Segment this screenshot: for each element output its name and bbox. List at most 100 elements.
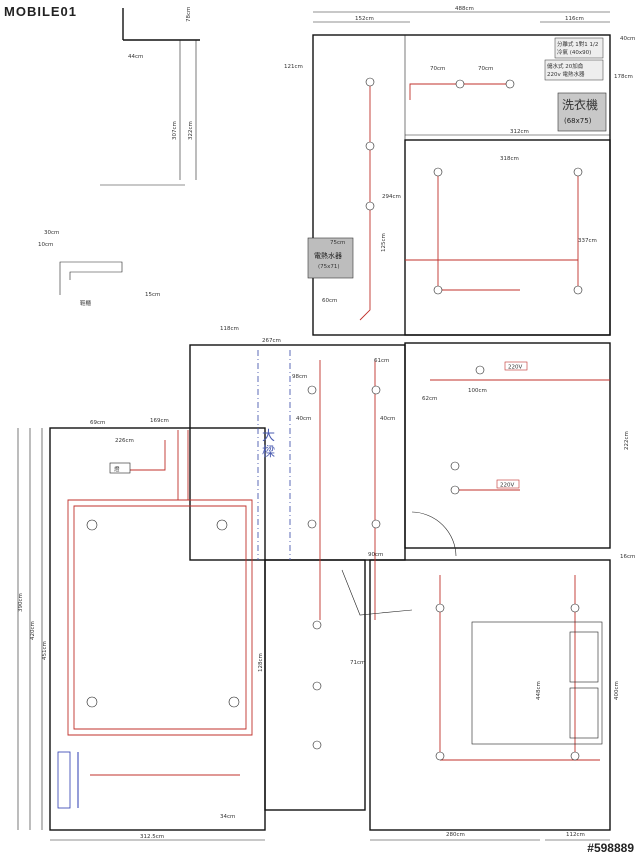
lamp [365, 141, 375, 151]
lamp [475, 365, 485, 375]
left-dim-lines [17, 428, 610, 841]
dim-44: 44cm [128, 54, 143, 60]
lamp [450, 485, 460, 495]
lamp [86, 696, 98, 708]
dim-337: 337cm [578, 238, 597, 244]
bed-outline [471, 621, 603, 745]
lamp [228, 696, 240, 708]
top-dimensions: 488cm 152cm 116cm 40cm 121cm 178cm [284, 6, 635, 80]
living-room-wall [49, 427, 266, 831]
dim-451: 451cm [42, 641, 48, 660]
dim-60: 60cm [322, 298, 337, 304]
dim-125: 125cm [381, 233, 387, 252]
doors [341, 511, 457, 616]
beam-label-2: 樑 [262, 445, 275, 460]
dim-118: 118cm [220, 326, 239, 332]
dim-40: 40cm [620, 36, 635, 42]
wire [439, 575, 600, 761]
lamp [307, 519, 317, 529]
v220-tag [504, 361, 528, 371]
dim-121: 121cm [284, 64, 303, 70]
lamp [433, 285, 443, 295]
beam-label-1: 大 [262, 429, 275, 444]
watermark: #598889 [587, 841, 634, 855]
stair [57, 751, 71, 809]
dim-34: 34cm [220, 814, 235, 820]
bed [471, 621, 603, 745]
wire [120, 440, 166, 471]
lamp [312, 620, 322, 630]
dim-15: 15cm [145, 292, 160, 298]
dim-222: 222cm [624, 431, 630, 450]
dim-112: 112cm [566, 832, 585, 838]
dim-400: 400cm [614, 681, 620, 700]
walls [49, 34, 611, 831]
lamp [573, 167, 583, 177]
dimension-texts: 70cm 70cm 312cm 318cm 337cm 294cm 125cm … [18, 66, 635, 840]
lamp [216, 519, 228, 531]
hall-wall [264, 559, 366, 811]
dim-448: 448cm [536, 681, 542, 700]
washer-size: (68x75) [564, 117, 592, 125]
dim-307: 307cm [172, 121, 178, 140]
wire [319, 360, 376, 620]
lamp [505, 79, 515, 89]
lamp [312, 681, 322, 691]
cabinet-detail: 30cm 10cm 15cm 鞋櫃 [38, 230, 160, 307]
dim-40c: 40cm [380, 416, 395, 422]
heater-line1: 儲水式 20加侖 [547, 62, 584, 70]
lamp [433, 167, 443, 177]
dim-16: 16cm [620, 554, 635, 560]
wire-loop [67, 499, 253, 736]
cabinet-label: 鞋櫃 [80, 299, 92, 307]
dim-178: 178cm [614, 74, 633, 80]
beam: 大 樑 [257, 350, 291, 560]
aircon-line2: 冷氣 (40x90) [557, 48, 591, 56]
washer-label: 洗衣機 [562, 97, 598, 112]
top-right-notes: 分離式 1對1 1/2 冷氣 (40x90) 儲水式 20加侖 220v 電熱水… [544, 37, 604, 81]
v220-b: 220V [500, 483, 514, 489]
dim-152: 152cm [355, 16, 374, 22]
lamp-fixture [109, 462, 131, 474]
lamp [570, 751, 580, 761]
dim-318: 318cm [500, 156, 519, 162]
lamp [573, 285, 583, 295]
lamp [365, 201, 375, 211]
lamps: 燈 [86, 77, 583, 761]
dim-294: 294cm [382, 194, 401, 200]
lamp [455, 79, 465, 89]
dim-100: 100cm [468, 388, 487, 394]
stair-symbol [57, 751, 79, 809]
dim-116: 116cm [565, 16, 584, 22]
lamp-label: 燈 [114, 465, 120, 473]
lamp [307, 385, 317, 395]
wire [409, 83, 510, 100]
lamp [365, 77, 375, 87]
wire [177, 430, 189, 500]
wire [430, 379, 610, 491]
dim-267: 267cm [262, 338, 281, 344]
master-bedroom-wall [369, 559, 611, 831]
dim-71: 71cm [350, 660, 365, 666]
washer-box [557, 92, 607, 132]
dim-90: 90cm [368, 552, 383, 558]
pillow [569, 687, 599, 739]
cabinet-profile [59, 261, 123, 295]
v220-a: 220V [508, 365, 522, 371]
dim-62: 62cm [422, 396, 437, 402]
lamp [86, 519, 98, 531]
dim-420: 420cm [30, 621, 36, 640]
door-swing [341, 569, 413, 616]
lamp [570, 603, 580, 613]
wire [437, 170, 579, 291]
door-arc [411, 511, 457, 557]
heater-line2: 220v 電熱水器 [547, 70, 585, 78]
dim-75: 75cm [330, 240, 345, 246]
lamp [435, 751, 445, 761]
pillow [569, 631, 599, 683]
dim-390: 390cm [18, 593, 24, 612]
water-heater-label: 電熱水器 [314, 251, 342, 260]
water-heater-box [307, 237, 354, 279]
v220-tag [496, 479, 520, 489]
